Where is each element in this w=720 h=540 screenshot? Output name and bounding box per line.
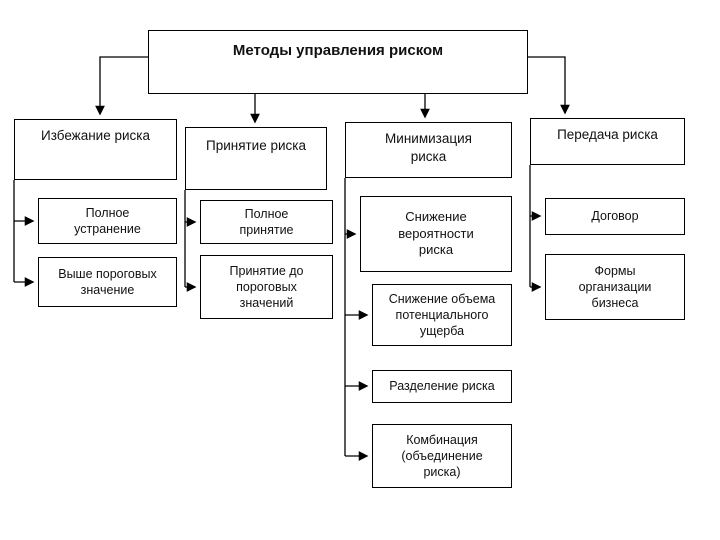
node-acceptance-header: Принятие риска xyxy=(185,127,327,190)
node-full-elimination: Полное устранение xyxy=(38,198,177,244)
node-acceptance-to-threshold: Принятие до пороговых значений xyxy=(200,255,333,319)
node-minimization-header: Минимизация риска xyxy=(345,122,512,178)
node-damage-reduction: Снижение объема потенциального ущерба xyxy=(372,284,512,346)
node-avoidance-header: Избежание риска xyxy=(14,119,177,180)
node-above-threshold: Выше пороговых значение xyxy=(38,257,177,307)
node-full-acceptance: Полное принятие xyxy=(200,200,333,244)
node-contract: Договор xyxy=(545,198,685,235)
node-risk-combination: Комбинация (объединение риска) xyxy=(372,424,512,488)
node-risk-division: Разделение риска xyxy=(372,370,512,403)
node-business-forms: Формы организации бизнеса xyxy=(545,254,685,320)
node-root: Методы управления риском xyxy=(148,30,528,94)
node-transfer-header: Передача риска xyxy=(530,118,685,165)
node-probability-reduction: Снижение вероятности риска xyxy=(360,196,512,272)
